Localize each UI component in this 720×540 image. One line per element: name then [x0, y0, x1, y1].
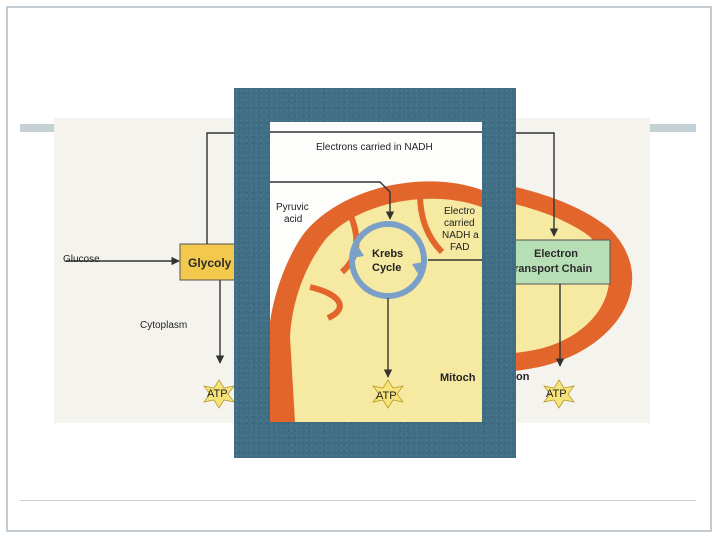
glucose-label: Glucose [63, 254, 100, 265]
glycolysis-label: Glycoly [188, 256, 232, 270]
atp-left-label: ATP [207, 388, 228, 400]
right-decor-bar [650, 124, 696, 132]
left-decor-bar [20, 124, 54, 132]
glycolysis-box [179, 243, 237, 281]
nadh-line-left [206, 132, 234, 244]
electrons-nadh-label: Electrons carried in NADH [316, 142, 433, 153]
bottom-rule [20, 500, 696, 501]
krebs-label-line1: Krebs [372, 248, 404, 260]
nadh-line-right [514, 132, 559, 237]
atp-mid-label: ATP [376, 390, 397, 402]
etc-label-line2: ransport Chain [514, 263, 593, 275]
overlay-window: Electrons carried in NADH Pyruvic acid K… [270, 122, 482, 422]
pyruvic-label-line1: Pyruvic [276, 202, 309, 213]
electrons-fad-line4: FAD [450, 242, 470, 253]
cytoplasm-label: Cytoplasm [140, 320, 188, 331]
electrons-fad-line1: Electro [444, 206, 476, 217]
atp-right-label: ATP [546, 388, 567, 400]
krebs-label-line2: Cycle [372, 262, 402, 274]
overlay-graphics [270, 131, 482, 422]
etc-label-line1: Electron [534, 248, 579, 260]
atp-star-right [543, 379, 575, 409]
pyruvic-label-line2: acid [284, 214, 303, 225]
mito-inner-window [290, 198, 482, 422]
pyruvic-arrow [270, 181, 395, 220]
mitochondrion-label-right: on [516, 371, 530, 383]
etc-box [511, 239, 611, 285]
electrons-fad-line3: NADH a [442, 230, 479, 241]
mitochondrion-label-left: Mitoch [440, 372, 476, 384]
slide-frame [6, 6, 712, 532]
electrons-fad-line2: carried [444, 218, 475, 229]
krebs-ring [349, 221, 427, 299]
atp-star-mid [372, 379, 404, 409]
